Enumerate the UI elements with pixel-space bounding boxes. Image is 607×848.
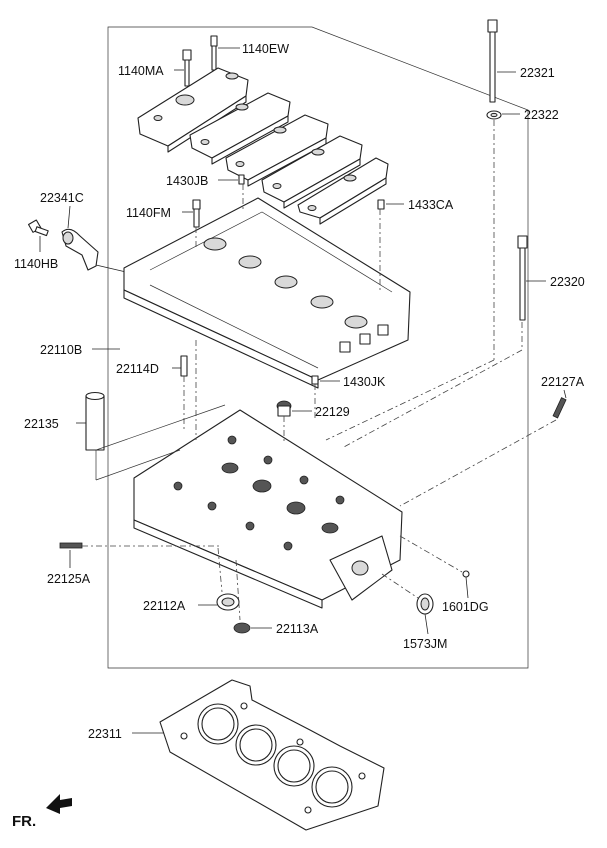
pin-22127a <box>552 389 567 419</box>
head-gasket-22311 <box>132 679 385 831</box>
label-22127a: 22127A <box>541 375 585 389</box>
label-1430jk: 1430JK <box>343 375 386 389</box>
dowel-1430jb <box>238 174 245 185</box>
label-22113a: 22113A <box>276 622 319 636</box>
label-22321: 22321 <box>520 66 555 80</box>
direction-label: FR. <box>12 813 36 830</box>
label-1140ew: 1140EW <box>242 42 289 56</box>
stud-22114d <box>180 355 188 377</box>
tube-22135 <box>76 391 105 451</box>
head-bolt-22320 <box>517 235 546 321</box>
cylinder-head <box>133 409 403 609</box>
label-22129: 22129 <box>315 405 350 419</box>
bolt-1140hb <box>27 219 49 252</box>
label-22311: 22311 <box>88 727 122 741</box>
seal-22112a <box>198 593 240 611</box>
label-1573jm: 1573JM <box>403 637 447 651</box>
bolt-1140fm <box>182 199 201 228</box>
label-1601dg: 1601DG <box>442 600 489 614</box>
label-22114d: 22114D <box>116 362 159 376</box>
dowel-1430jk <box>311 375 319 385</box>
label-22320: 22320 <box>550 275 585 289</box>
bolt-1140ma <box>174 49 192 87</box>
label-1140fm: 1140FM <box>126 206 171 220</box>
label-1433ca: 1433CA <box>408 198 454 212</box>
label-22341c: 22341C <box>40 191 84 205</box>
label-22322: 22322 <box>524 108 559 122</box>
washer-22322 <box>486 110 520 120</box>
head-bolt-22321 <box>487 19 516 103</box>
pin-22125a <box>59 542 83 568</box>
dowel-1433ca <box>377 199 385 210</box>
assembly-frame <box>107 26 529 669</box>
label-22112a: 22112A <box>143 599 186 613</box>
bolt-1140ew <box>210 35 240 71</box>
label-1140hb: 1140HB <box>14 257 58 271</box>
front-direction-arrow-icon <box>46 794 72 814</box>
label-22125a: 22125A <box>47 572 91 586</box>
bracket-22341c <box>61 205 127 273</box>
cam-carrier-22110b <box>92 197 411 389</box>
camshaft-cap-2 <box>189 92 291 165</box>
label-1430jb: 1430JB <box>166 174 208 188</box>
label-22110b: 22110B <box>40 343 82 357</box>
label-22135: 22135 <box>24 417 59 431</box>
plug-1601dg <box>462 570 470 578</box>
ring-22113a <box>233 622 272 634</box>
label-1140ma: 1140MA <box>118 64 164 78</box>
assembly-dash-lines <box>82 120 557 621</box>
camshaft-cap-1 <box>137 67 249 153</box>
seal-1573jm <box>416 593 434 635</box>
camshaft-cap-4 <box>261 135 363 209</box>
camshaft-cap-5 <box>297 157 389 225</box>
plug-22129 <box>276 400 312 417</box>
